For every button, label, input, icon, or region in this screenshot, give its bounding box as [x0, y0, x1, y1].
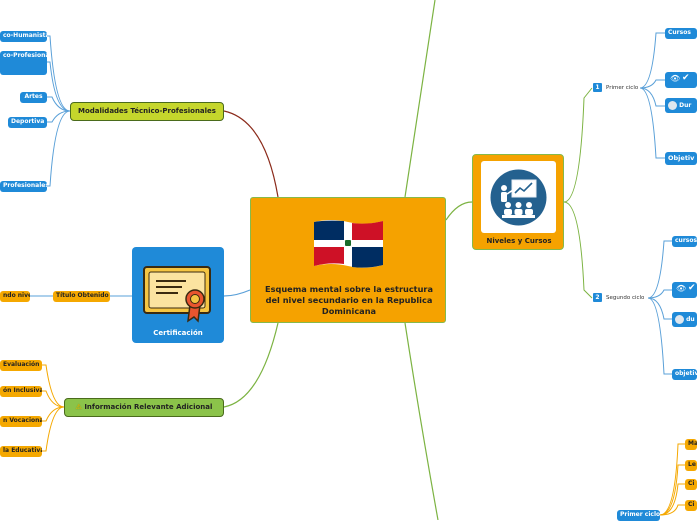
dominican-flag-icon	[314, 220, 383, 268]
certificate-icon	[143, 266, 211, 323]
segundo-ciclo-icons[interactable]: 👁 ✔	[672, 282, 697, 298]
segundo-ciclo-cursos[interactable]: cursos	[672, 236, 697, 247]
segundo-ciclo-label[interactable]: Segundo ciclo	[606, 295, 645, 301]
primer-ciclo-objetivos[interactable]: Objetiv	[665, 152, 697, 165]
titulo-obtenido[interactable]: Título Obtenido	[53, 291, 110, 302]
eye-icon: 👁	[676, 284, 687, 293]
bottom-item-1[interactable]: Ma	[685, 439, 697, 450]
primer-ciclo-icons[interactable]: 👁 ✔	[665, 72, 697, 88]
modalidad-profesionales[interactable]: Profesionales:	[0, 181, 47, 192]
modalidad-deportiva[interactable]: Deportiva	[8, 117, 47, 128]
segundo-ciclo-objetivos[interactable]: objetiv	[672, 369, 697, 380]
modalidad-artes[interactable]: Artes	[20, 92, 47, 103]
central-topic[interactable]: Esquema mental sobre la estructura del n…	[250, 197, 446, 323]
duracion-label: du	[686, 316, 695, 323]
check-icon: ✔	[688, 283, 696, 293]
modalidades-branch[interactable]: Modalidades Técnico-Profesionales	[70, 102, 224, 121]
classroom-icon	[490, 169, 547, 226]
niveles-label: Niveles y Cursos	[486, 237, 552, 245]
primer-ciclo-cursos[interactable]: Cursos	[665, 28, 697, 39]
bottom-item-4[interactable]: Ci	[685, 500, 697, 511]
segundo-ciclo-number: 2	[593, 293, 602, 302]
niveles-card[interactable]: Niveles y Cursos	[472, 154, 564, 250]
info-vocacional[interactable]: n Vocacional	[0, 416, 42, 427]
check-icon: ✔	[682, 73, 690, 83]
primer-ciclo-number: 1	[593, 83, 602, 92]
informacion-label: Información Relevante Adicional	[84, 403, 213, 411]
modalidad-profesional[interactable]: co-Profesional	[0, 51, 47, 75]
duracion-label: Dur	[679, 102, 692, 109]
certificacion-label: Certificación	[153, 329, 203, 337]
warning-icon: ⚠	[75, 403, 82, 411]
primer-ciclo-duracion[interactable]: Dur	[665, 98, 697, 113]
niveles-image-frame	[481, 161, 556, 233]
informacion-branch[interactable]: ⚠ Información Relevante Adicional	[64, 398, 224, 417]
clock-icon	[675, 315, 684, 324]
eye-icon: 👁	[670, 74, 681, 83]
info-educativa[interactable]: la Educativa	[0, 446, 42, 457]
segundo-ciclo-duracion[interactable]: du	[672, 312, 697, 327]
primer-ciclo-label[interactable]: Primer ciclo	[606, 85, 639, 91]
clock-icon	[668, 101, 677, 110]
bottom-item-3[interactable]: Ci	[685, 479, 697, 490]
segundo-nivel-item[interactable]: ndo nivel	[0, 291, 30, 302]
info-inclusiva[interactable]: ón Inclusiva	[0, 386, 42, 397]
modalidad-humanista[interactable]: co-Humanista	[0, 31, 47, 42]
central-title: Esquema mental sobre la estructura del n…	[265, 284, 433, 316]
info-evaluacion[interactable]: Evaluación	[0, 360, 42, 371]
certificacion-card[interactable]: Certificación	[132, 247, 224, 343]
bottom-primer-ciclo[interactable]: Primer ciclo	[617, 510, 660, 521]
bottom-item-2[interactable]: Le	[685, 460, 697, 471]
